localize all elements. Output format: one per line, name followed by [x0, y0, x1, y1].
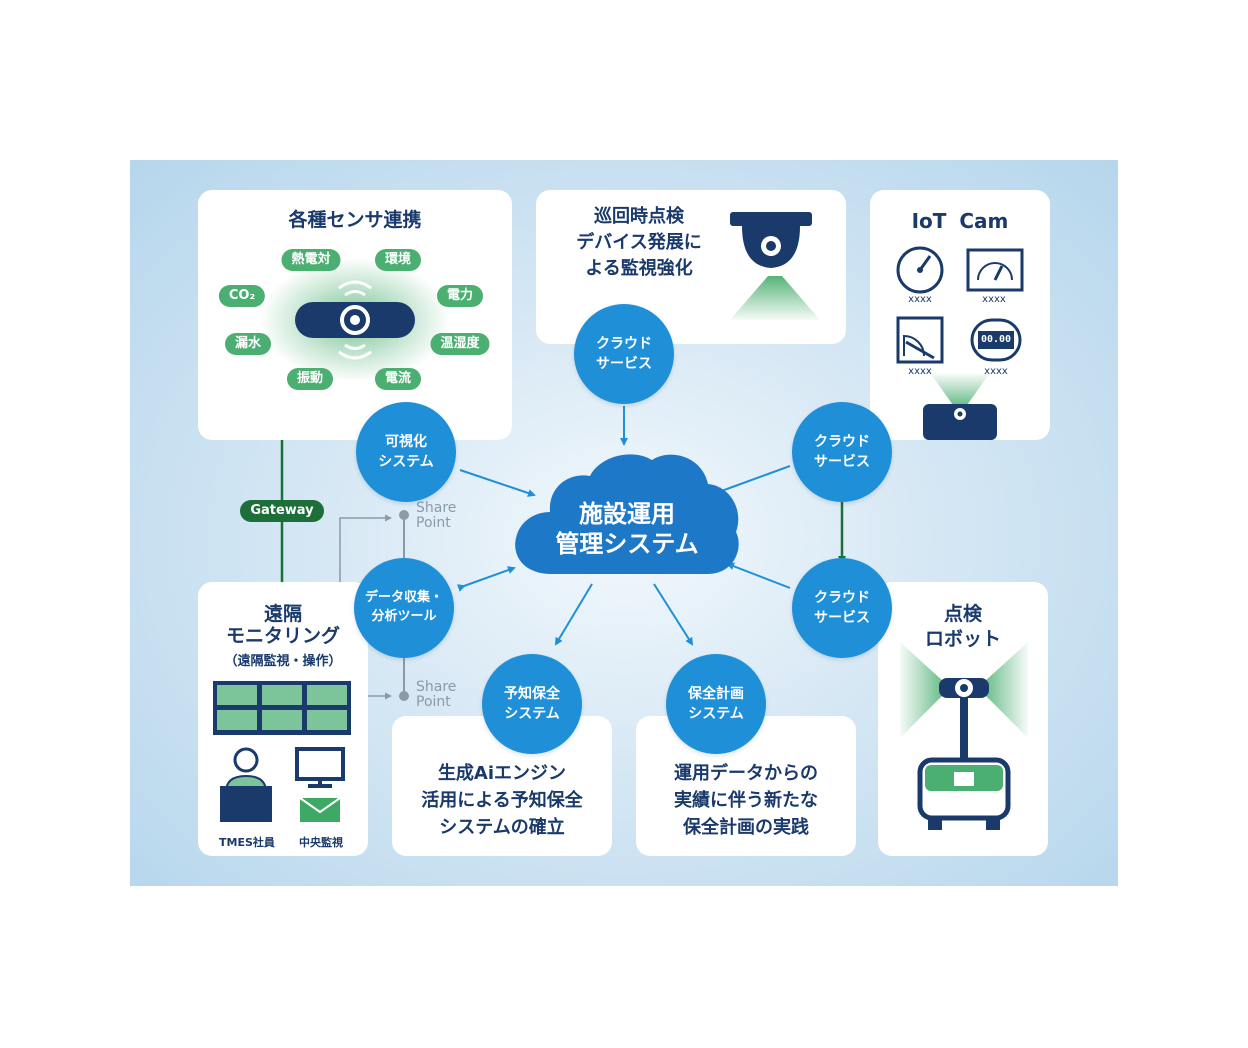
diagram-canvas: 各種センサ連携 熱電対 環境 CO₂ 電力 漏水 温湿度 振動 電流	[130, 160, 1118, 886]
digital-value: 00.00	[980, 334, 1012, 345]
center-cloud	[515, 454, 739, 574]
node-visualize: 可視化 システム	[356, 402, 456, 502]
node-predictive: 予知保全 システム	[482, 654, 582, 754]
node-data-tool: データ収集・ 分析ツール	[354, 558, 454, 658]
node-cloud-right-2: クラウド サービス	[792, 558, 892, 658]
gauge-dial-icon	[896, 246, 944, 294]
arrow-datatool-center	[456, 566, 516, 592]
gauge-label-4: xxxx	[984, 366, 1008, 377]
remote-panel: 遠隔 モニタリング （遠隔監視・操作） TMES社員 中央監視	[198, 582, 368, 856]
sharepoint-label-bottom: Share Point	[416, 679, 457, 710]
tag-thermocouple: 熱電対	[281, 249, 341, 271]
monitor-wall-icon	[213, 681, 351, 735]
sharepoint-dot-bottom	[399, 691, 409, 701]
sharepoint-dot-top	[399, 510, 409, 520]
arrow-center-predict	[554, 583, 593, 646]
arrow-cloudr1-center	[714, 465, 791, 495]
arrow-center-plan	[653, 583, 694, 646]
sensor-device-icon	[260, 258, 450, 382]
tag-leak: 漏水	[224, 333, 272, 355]
center-title-1: 施設運用	[579, 500, 675, 528]
gateway-badge: Gateway	[240, 500, 324, 522]
tag-co2: CO₂	[218, 285, 266, 307]
robot-icon	[900, 642, 1028, 830]
camera-icon	[730, 212, 820, 320]
sensor-panel: 各種センサ連携 熱電対 環境 CO₂ 電力 漏水 温湿度 振動 電流	[198, 190, 512, 440]
arrow-visual-center	[459, 469, 536, 497]
tag-power: 電力	[436, 285, 484, 307]
patrol-panel-title: 巡回時点検 デバイス発展に よる監視強化	[576, 206, 702, 280]
tag-temp-humidity: 温湿度	[430, 333, 490, 355]
gauge-label-1: xxxx	[908, 294, 932, 305]
plan-panel-text: 運用データからの 実績に伴う新たな 保全計画の実践	[674, 763, 818, 838]
tag-vibration: 振動	[286, 368, 334, 390]
tag-environment: 環境	[374, 249, 422, 271]
remote-title-1: 遠隔	[263, 603, 302, 625]
robot-panel: 点検 ロボット	[878, 582, 1048, 856]
sensor-panel-title: 各種センサ連携	[288, 209, 422, 231]
sharepoint-label-top: Share Point	[416, 500, 457, 531]
central-label: 中央監視	[299, 836, 343, 849]
center-title-2: 管理システム	[555, 530, 699, 558]
gauge-panel-icon	[966, 248, 1024, 292]
gauge-meter-icon	[896, 316, 944, 364]
connectors	[278, 406, 846, 701]
remote-title-2: モニタリング	[225, 625, 340, 647]
iot-camera-icon	[923, 374, 997, 440]
operator-label: TMES社員	[219, 836, 275, 849]
digital-meter-icon	[970, 318, 1022, 362]
tag-current: 電流	[374, 368, 422, 390]
node-cloud-top: クラウド サービス	[574, 304, 674, 404]
operator-icon	[220, 747, 272, 822]
predictive-panel-text: 生成Aiエンジン 活用による予知保全 システムの確立	[421, 763, 583, 838]
central-monitor-icon	[295, 747, 345, 822]
iotcam-panel: IoT Cam xxxx xxxx xxxx 00.00 xxxx	[870, 190, 1050, 440]
remote-subtitle: （遠隔監視・操作）	[224, 654, 342, 669]
arrow-cloudr2-center	[726, 562, 791, 589]
node-plan: 保全計画 システム	[666, 654, 766, 754]
patrol-panel: 巡回時点検 デバイス発展に よる監視強化	[536, 190, 846, 344]
iotcam-panel-title: IoT Cam	[911, 209, 1009, 233]
gauge-label-3: xxxx	[908, 366, 932, 377]
node-cloud-right-1: クラウド サービス	[792, 402, 892, 502]
robot-panel-title: 点検 ロボット	[924, 603, 1001, 650]
gauge-label-2: xxxx	[982, 294, 1006, 305]
